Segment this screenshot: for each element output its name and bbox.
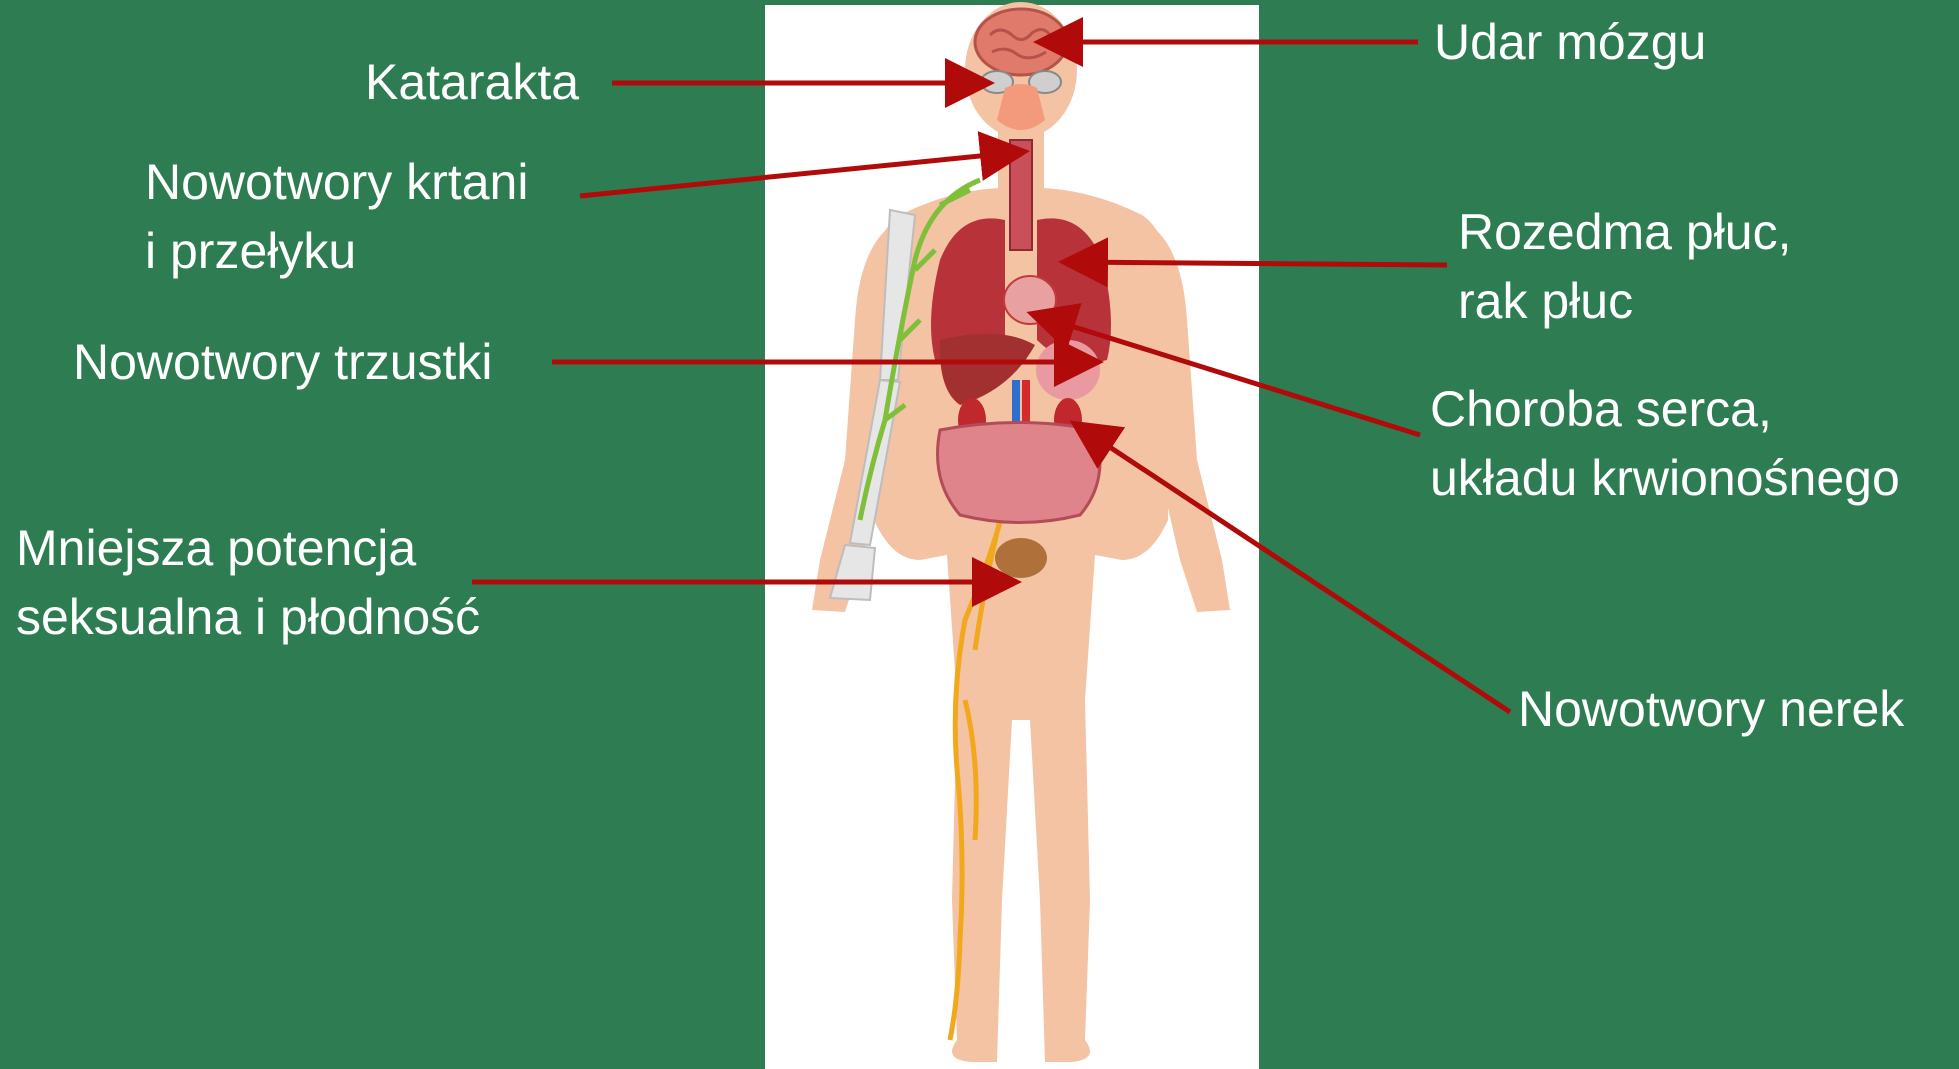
label-heart-line-1: Choroba serca, [1430,375,1900,444]
label-lungs-line-1: Rozedma płuc, [1458,198,1792,267]
label-stroke: Udar mózgu [1434,8,1706,77]
label-pancreas-line-1: Nowotwory trzustki [73,328,493,397]
intestines [938,423,1101,523]
bladder [995,538,1047,578]
label-lungs-line-2: rak płuc [1458,267,1792,336]
label-heart-line-2: układu krwionośnego [1430,444,1900,513]
trachea [1010,140,1032,250]
label-heart: Choroba serca, układu krwionośnego [1430,375,1900,513]
label-larynx-line-1: Nowotwory krtani [145,148,528,217]
stomach [1036,340,1100,400]
label-stroke-line-1: Udar mózgu [1434,8,1706,77]
label-kidneys: Nowotwory nerek [1518,675,1904,744]
label-lungs: Rozedma płuc, rak płuc [1458,198,1792,336]
label-cataract-line-1: Katarakta [365,48,579,117]
label-kidneys-line-1: Nowotwory nerek [1518,675,1904,744]
label-potency: Mniejsza potencja seksualna i płodność [16,514,480,652]
label-potency-line-2: seksualna i płodność [16,583,480,652]
label-potency-line-1: Mniejsza potencja [16,514,480,583]
label-cataract: Katarakta [365,48,579,117]
label-larynx-esophagus: Nowotwory krtani i przełyku [145,148,528,286]
arrow-lungs [1068,262,1447,265]
label-pancreas: Nowotwory trzustki [73,328,493,397]
label-larynx-line-2: i przełyku [145,217,528,286]
